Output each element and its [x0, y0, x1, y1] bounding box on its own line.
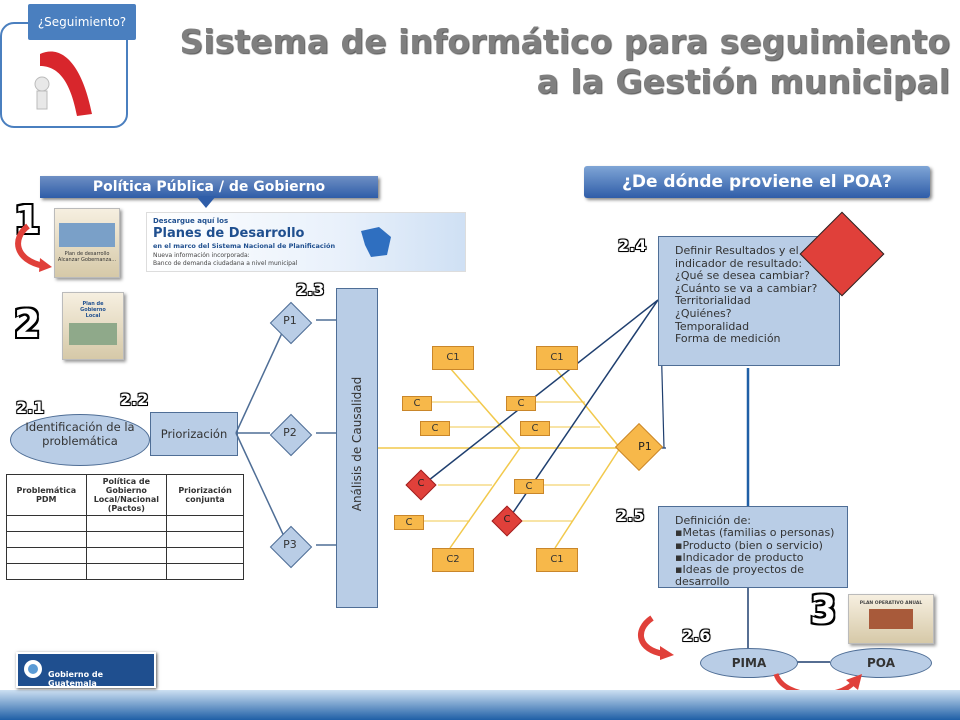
- poa-node: POA: [830, 648, 932, 678]
- table-row: [6, 515, 244, 532]
- subcause-box: C: [394, 515, 424, 530]
- step-2-6-number: 2.6: [682, 626, 711, 645]
- results-line: Temporalidad: [675, 319, 750, 333]
- document-photo: [69, 323, 117, 345]
- policy-banner: Política Pública / de Gobierno: [40, 176, 378, 198]
- annual-operating-plan-document: PLAN OPERATIVO ANUAL: [848, 594, 934, 644]
- definition-item: ▪Indicador de producto: [675, 550, 804, 564]
- cause-c1-box: C1: [432, 346, 474, 370]
- prioritization-table: Problemática PDM Política de Gobierno Lo…: [6, 474, 244, 580]
- results-line: indicador de resultado:: [675, 256, 803, 270]
- cause-c1-box: C1: [536, 346, 578, 370]
- poa-origin-banner: ¿De dónde proviene el POA?: [584, 166, 930, 198]
- step-2-4-number: 2.4: [618, 236, 647, 255]
- cause-c2-box: C2: [432, 548, 474, 572]
- page-title: Sistema de informático para seguimiento …: [179, 22, 950, 101]
- curved-red-arrow-icon: [15, 223, 52, 272]
- web-banner-line: en el marco del Sistema Nacional de Plan…: [153, 242, 336, 250]
- results-line: Forma de medición: [675, 332, 781, 346]
- document-photo: [59, 223, 115, 247]
- subcause-box: C: [514, 479, 544, 494]
- prioritization-node: Priorización: [150, 412, 238, 456]
- local-government-plan-document: Plan de Gobierno Local: [62, 292, 124, 360]
- table-row: [6, 531, 244, 548]
- government-logo-text: Gobierno de Guatemala: [48, 670, 104, 688]
- doc2-line: Gobierno: [80, 307, 106, 313]
- doc1-line: Plan de desarrollo: [64, 251, 110, 257]
- p3-label: P3: [283, 538, 297, 551]
- guatemala-map-icon: [361, 227, 391, 257]
- down-arrow-icon: [196, 196, 216, 208]
- web-banner-heading: Planes de Desarrollo: [153, 226, 305, 241]
- results-line: ¿Quiénes?: [675, 306, 732, 320]
- results-line: Definir Resultados y el: [675, 244, 799, 257]
- problem-identification-node: Identificación de la problemática: [10, 414, 150, 466]
- subcause-box: C: [420, 421, 450, 436]
- document-photo: [869, 609, 913, 629]
- doc2-line: Plan de: [82, 301, 104, 307]
- curved-red-arrow-icon: [638, 615, 674, 660]
- critical-cause-label: C: [503, 514, 511, 525]
- seguimiento-tag: ¿Seguimiento?: [28, 4, 136, 40]
- problem-p1-label: P1: [638, 440, 652, 453]
- web-banner-line: Banco de demanda ciudadana a nivel munic…: [153, 260, 298, 267]
- definition-item: ▪Producto (bien o servicio): [675, 538, 823, 552]
- p1-label: P1: [283, 314, 297, 327]
- government-logo: Gobierno de Guatemala: [16, 652, 156, 688]
- step-2-5-number: 2.5: [616, 506, 645, 525]
- table-header: Política de Gobierno Local/Nacional (Pac…: [85, 474, 168, 516]
- results-line: ¿Cuánto se va a cambiar?: [675, 281, 818, 295]
- doc1-line: Alcanzar Gobernanza...: [57, 257, 117, 263]
- coat-of-arms-icon: [24, 660, 42, 678]
- table-row: [6, 563, 244, 580]
- doc2-line: Local: [85, 313, 101, 319]
- definition-item: ▪Metas (familias o personas): [675, 526, 835, 540]
- definition-item: ▪Ideas de proyectos de desarrollo: [675, 563, 805, 589]
- person-pushing-arrow-icon: [34, 51, 92, 116]
- results-line: ¿Qué se desea cambiar?: [675, 269, 810, 283]
- table-row: [6, 547, 244, 564]
- step-2-1-number: 2.1: [16, 398, 45, 417]
- poa-doc-title: PLAN OPERATIVO ANUAL: [859, 601, 923, 606]
- results-line: Territorialidad: [675, 294, 751, 308]
- definition-title: Definición de:: [675, 514, 751, 527]
- development-plan-document: Plan de desarrollo Alcanzar Gobernanza..…: [54, 208, 120, 278]
- subcause-box: C: [506, 396, 536, 411]
- table-header: Problemática PDM: [6, 474, 87, 516]
- step-2-2-number: 2.2: [120, 390, 149, 409]
- step-2-number: 2: [14, 302, 41, 346]
- step-3-number: 3: [810, 588, 837, 632]
- p2-label: P2: [283, 426, 297, 439]
- causality-analysis-bar: Análisis de Causalidad: [336, 288, 378, 608]
- web-banner-line: Nueva información incorporada:: [153, 252, 250, 259]
- download-plans-web-banner[interactable]: Descargue aquí los Planes de Desarrollo …: [146, 212, 466, 272]
- step-2-3-number: 2.3: [296, 280, 325, 299]
- critical-cause-label: C: [417, 478, 425, 489]
- footer-bar: [0, 690, 960, 720]
- web-banner-line: Descargue aquí los: [153, 217, 229, 225]
- pima-node: PIMA: [700, 648, 798, 678]
- subcause-box: C: [402, 396, 432, 411]
- table-header: Priorización conjunta: [166, 474, 244, 516]
- subcause-box: C: [520, 421, 550, 436]
- definition-box: Definición de: ▪Metas (familias o person…: [658, 506, 848, 588]
- causality-analysis-label: Análisis de Causalidad: [350, 376, 364, 512]
- cause-c1-box: C1: [536, 548, 578, 572]
